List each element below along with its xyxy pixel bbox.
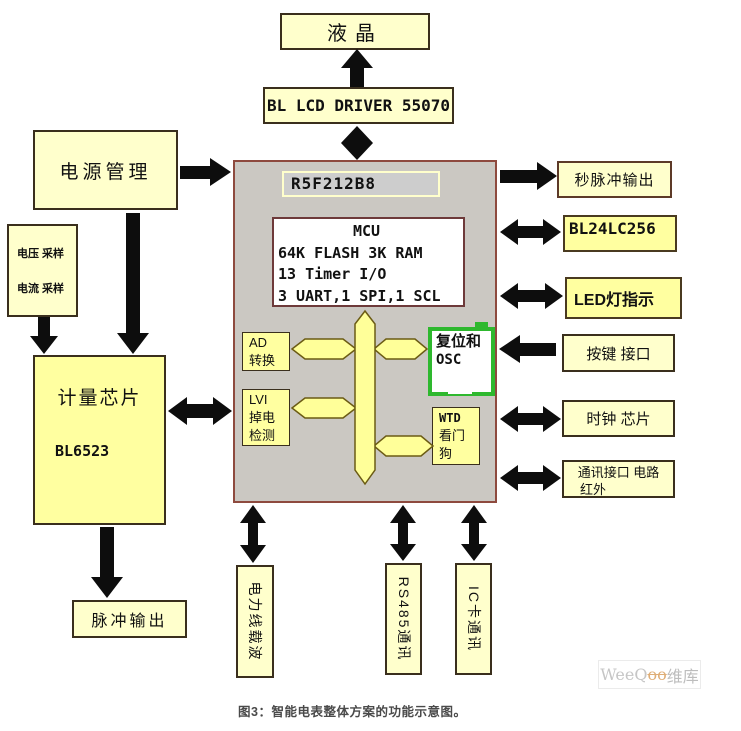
lvi-detect-box: LVI 掉电 检测 [242, 389, 290, 446]
current-sampling-label: 电流 采样 [17, 283, 65, 295]
osc-label: OSC [436, 352, 462, 368]
lcd-driver-box: BL LCD DRIVER 55070 [263, 87, 454, 124]
sampling-box: 电压 采样 电流 采样 [7, 224, 78, 317]
arrow-sampling-to-metering [30, 317, 58, 354]
mcu-core-title: MCU [352, 222, 381, 240]
arrow-keys-to-panel [499, 335, 556, 363]
arrow-power-to-metering [117, 213, 149, 354]
selection-handle-icon [448, 391, 472, 394]
key-interface-box: 按键 接口 [562, 334, 675, 372]
reset-label: 复位和 [436, 333, 482, 350]
lcd-label: 液晶 [327, 23, 383, 45]
led-indicator-box: LED灯指示 [565, 277, 682, 319]
arrow-driver-to-lcd [341, 49, 373, 87]
arrow-eeprom-bidir [500, 219, 561, 245]
arrow-panel-driver-up [341, 126, 373, 143]
pulse-output-box: 脉冲输出 [72, 600, 187, 638]
mcu-core-interfaces: 3 UART,1 SPI,1 SCL [278, 286, 441, 305]
arrow-power-to-panel [180, 158, 231, 186]
arrow-rs485-bidir [390, 505, 416, 561]
clock-chip-box: 时钟 芯片 [562, 400, 675, 437]
reset-osc-box: 复位和 OSC [428, 322, 495, 396]
mcu-core-timers: 13 Timer I/O [278, 265, 387, 283]
mcu-core-box: MCU 64K FLASH 3K RAM 13 Timer I/O 3 UART… [272, 217, 465, 307]
arrow-clock-bidir [500, 406, 561, 432]
arrow-metering-to-pulse [91, 527, 123, 598]
selection-handle-icon [475, 322, 488, 328]
metering-chip-box: 计量芯片 BL6523 [33, 355, 166, 525]
ic-card-comm-box: IC卡通讯 [455, 563, 492, 675]
metering-title: 计量芯片 [57, 388, 142, 409]
arrow-ic-card-bidir [461, 505, 487, 561]
comm-interface-box: 通讯接口 电路 红外 [562, 460, 675, 498]
arrow-panel-driver-down [341, 143, 373, 160]
infrared-label: 红外 [580, 482, 607, 497]
ad-converter-box: AD 转换 [242, 332, 290, 371]
lcd-driver-label: BL LCD DRIVER 55070 [266, 96, 451, 115]
rs485-comm-box: RS485通讯 [385, 563, 422, 675]
arrow-plc-bidir [240, 505, 266, 563]
arrow-metering-panel-bidir [168, 397, 232, 425]
watchdog-box: WTD 看门 狗 [432, 407, 480, 465]
lcd-box: 液晶 [280, 13, 430, 50]
arrow-panel-to-sec-pulse [500, 162, 557, 190]
mcu-part-number: R5F212B8 [282, 171, 440, 197]
arrow-comm-bidir [500, 465, 561, 491]
plc-comm-box: 电力线载波 [236, 565, 274, 678]
figure-caption: 图3：智能电表整体方案的功能示意图。 [238, 705, 467, 719]
metering-part-number: BL6523 [55, 442, 110, 460]
second-pulse-output-box: 秒脉冲输出 [557, 161, 672, 198]
voltage-sampling-label: 电压 采样 [17, 248, 65, 260]
arrow-led-bidir [500, 283, 563, 309]
power-management-box: 电源管理 [33, 130, 178, 210]
eeprom-box: BL24LC256 [563, 215, 677, 252]
mcu-core-memory: 64K FLASH 3K RAM [278, 243, 423, 262]
